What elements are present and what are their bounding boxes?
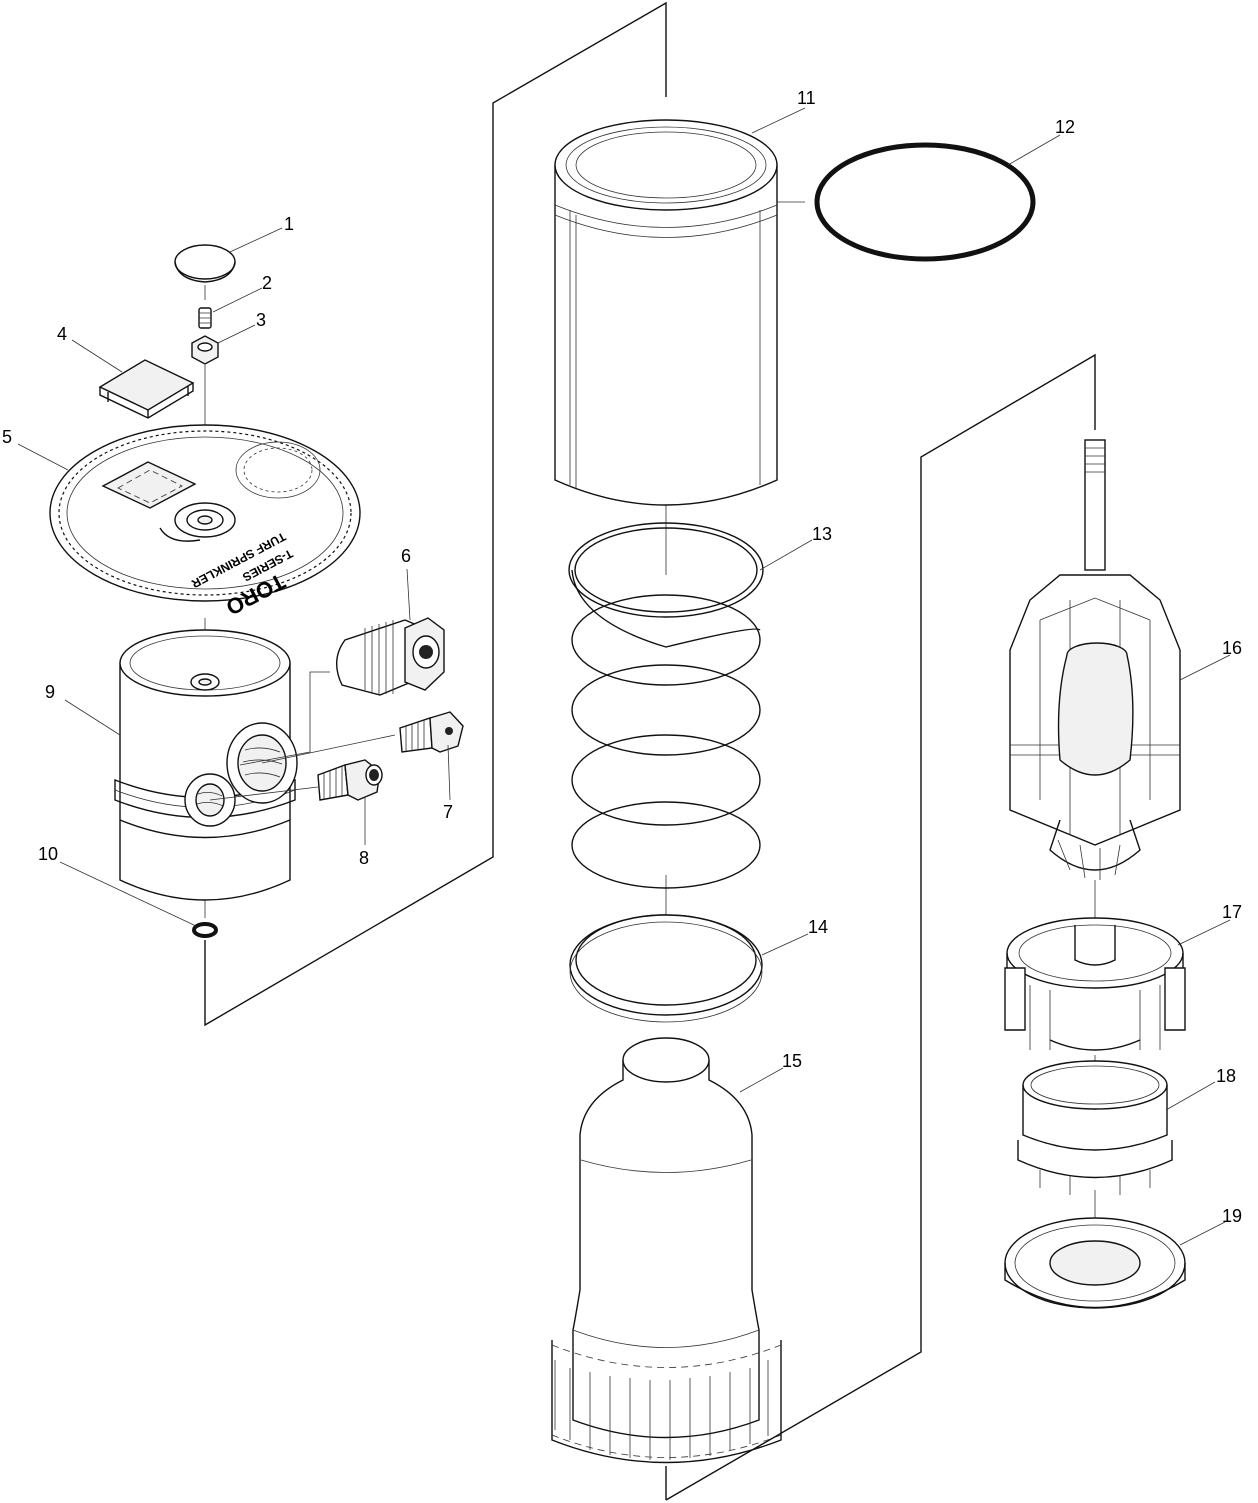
part-8-plug	[317, 759, 383, 801]
callout-leaders	[17, 107, 1231, 1246]
part-6-nozzle	[336, 617, 445, 696]
part-18-bearing-sleeve	[1017, 1060, 1173, 1195]
callout-10: 10	[38, 844, 58, 864]
callout-4: 4	[57, 324, 67, 344]
part-12-large-o-ring	[814, 142, 1036, 262]
part-19-seal-cap	[1004, 1217, 1186, 1309]
part-connector-lines	[209, 671, 396, 801]
part-1-cap	[174, 244, 236, 283]
part-16-drive-assembly	[1009, 439, 1181, 880]
part-5-gear-disc: TORO T-SERIES TURF SPRINKLER	[49, 424, 361, 620]
callout-9: 9	[45, 682, 55, 702]
part-15-riser-body	[551, 1037, 782, 1464]
assembly-guide-lines	[204, 1, 1096, 1501]
callout-16: 16	[1222, 638, 1242, 658]
part-9-body-housing	[114, 629, 298, 901]
part-14-retaining-ring	[569, 914, 763, 1023]
callout-12: 12	[1055, 117, 1075, 137]
callout-18: 18	[1216, 1066, 1236, 1086]
callout-19: 19	[1222, 1206, 1242, 1226]
callout-numbers: 1 2 3 4 5 6 7 8 9 10 11 12 13 14 15 16 1…	[2, 88, 1242, 1226]
part-2-set-screw	[198, 307, 212, 329]
callout-15: 15	[782, 1051, 802, 1071]
part-13-spring	[568, 522, 764, 889]
callout-13: 13	[812, 524, 832, 544]
part-3-nut	[191, 335, 219, 365]
callout-5: 5	[2, 427, 12, 447]
callout-14: 14	[808, 917, 828, 937]
callout-11: 11	[797, 88, 816, 108]
part-7-plug	[399, 711, 464, 753]
part-4-cover-plate	[98, 359, 195, 419]
part-10-small-o-ring	[192, 922, 218, 938]
callout-3: 3	[256, 310, 266, 330]
part-11-housing-sleeve	[554, 119, 778, 506]
callout-2: 2	[262, 273, 272, 293]
callout-1: 1	[284, 214, 294, 234]
callout-8: 8	[359, 848, 369, 868]
part-17-ratchet-ring	[1004, 917, 1186, 1051]
callout-6: 6	[401, 546, 411, 566]
callout-17: 17	[1222, 902, 1242, 922]
callout-7: 7	[443, 802, 453, 822]
